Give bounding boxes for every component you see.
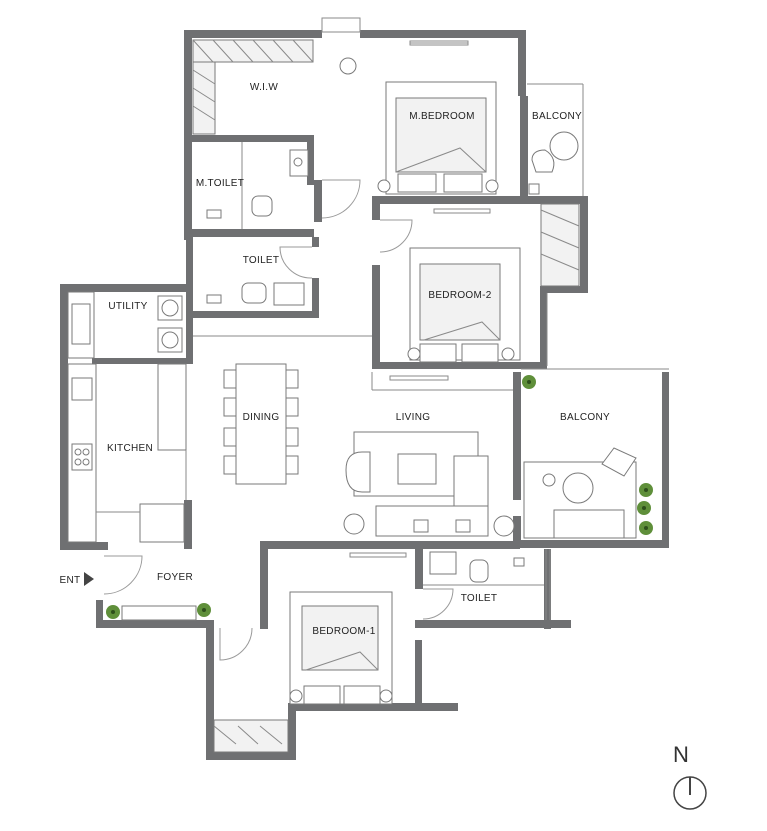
north-compass: N [673,742,707,810]
room-label-dining: DINING [243,412,280,423]
utility-fixtures [67,291,183,359]
plant-icon [106,375,653,619]
toilet-top-fixtures [206,282,305,306]
entrance-marker: ENT [60,572,94,586]
room-label-foyer: FOYER [157,572,193,583]
room-label-bedroom-1: BEDROOM-1 [312,626,375,637]
room-label-bedroom-2: BEDROOM-2 [428,290,491,301]
bed-2 [407,203,580,363]
room-label-living: LIVING [396,412,431,423]
room-label-wiw: W.I.W [250,82,278,93]
balcony-right-furniture [523,447,637,539]
entrance-label: ENT [60,575,81,586]
foyer-console [121,605,197,621]
balcony-top-furniture [528,131,579,195]
room-label-m-toilet: M.TOILET [196,178,244,189]
room-label-utility: UTILITY [108,301,147,312]
room-label-balcony-top: BALCONY [532,111,582,122]
bed-1 [213,591,393,753]
room-label-kitchen: KITCHEN [107,443,153,454]
room-label-toilet-bottom: TOILET [461,593,498,604]
dining-table [223,363,299,485]
toilet-bottom-fixtures [423,551,544,586]
room-label-m-bedroom: M.BEDROOM [409,111,474,122]
entrance-arrow-icon [84,572,94,586]
wardrobe-wiw [192,39,357,135]
living-furniture [343,431,515,537]
m-toilet-fixtures [206,142,309,229]
room-label-balcony-right: BALCONY [560,412,610,423]
walls [60,30,669,760]
north-arrow-icon [673,776,707,810]
doors [103,179,454,661]
windows [193,17,669,620]
room-label-toilet-top: TOILET [243,255,280,266]
bed-master [377,81,499,195]
north-letter: N [673,742,689,767]
kitchen-fixtures [67,363,187,543]
